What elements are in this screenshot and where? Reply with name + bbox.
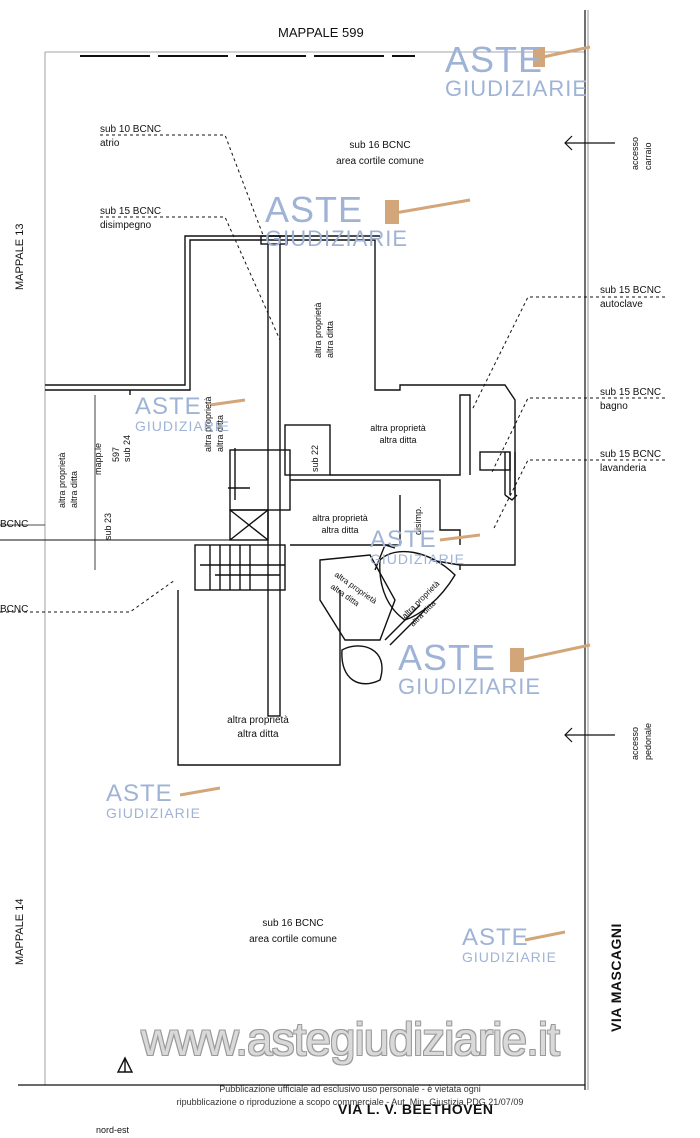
watermark-aste-3: ASTE GIUDIZIARIE (135, 393, 231, 434)
watermark-brand: ASTE (265, 189, 364, 230)
watermark-notice-line2: ripubblicazione o riproduzione a scopo c… (176, 1097, 524, 1107)
area-altra-7-desc: altra ditta (237, 729, 279, 740)
watermark-brand-sub: GIUDIZIARIE (265, 226, 409, 251)
watermark-aste-2: ASTE GIUDIZIARIE (265, 192, 408, 250)
callout-autoclave-title: sub 15 BCNC (600, 285, 662, 296)
building-outline (45, 235, 518, 766)
area-sub24-line3: sub 24 (122, 434, 132, 462)
callout-lavanderia-title: sub 15 BCNC (600, 449, 662, 460)
callout-disimpegno-desc: disimpegno (100, 220, 152, 231)
north-arrow (116, 1056, 134, 1073)
area-sub16-bottom-title: sub 16 BCNC (262, 918, 324, 929)
parcel-west-upper-label: MAPPALE 13 (14, 223, 26, 290)
area-sub16-top-desc: area cortile comune (336, 156, 424, 167)
watermark-aste-5: ASTE GIUDIZIARIE (398, 640, 541, 698)
watermark-brand-sub: GIUDIZIARIE (135, 418, 231, 434)
watermark-gavels (179, 45, 591, 942)
watermark-aste-6: ASTE GIUDIZIARIE (106, 780, 202, 821)
watermark-aste-1: ASTE GIUDIZIARIE (445, 42, 588, 100)
watermark-site-url: www.astegiudiziarie.it (141, 1013, 560, 1065)
callout-autoclave-desc: autoclave (600, 299, 643, 310)
watermark-aste-7: ASTE GIUDIZIARIE (462, 924, 558, 965)
watermark-brand-sub: GIUDIZIARIE (462, 949, 558, 965)
parcel-west-lower-label: MAPPALE 14 (14, 898, 26, 965)
access-upper-label-2: carraio (643, 142, 653, 170)
area-altra-5-title: altra proprietà (312, 513, 368, 523)
callout-sub10-desc: atrio (100, 138, 120, 149)
access-lower-label-2: pedonale (643, 722, 653, 760)
callout-bagno-title: sub 15 BCNC (600, 387, 662, 398)
area-altra-1-desc: altra ditta (325, 320, 335, 358)
watermark-brand: ASTE (135, 393, 202, 420)
watermark-brand: ASTE (398, 637, 497, 678)
area-altra-1-title: altra proprietà (313, 302, 323, 358)
access-arrows (564, 135, 615, 743)
watermark-brand: ASTE (106, 780, 173, 807)
watermark-brand-sub: GIUDIZIARIE (370, 551, 466, 567)
access-upper-label-1: accesso (630, 136, 640, 170)
area-altra-4-desc: altra ditta (379, 435, 417, 445)
watermark-brand-sub: GIUDIZIARIE (398, 674, 542, 699)
area-sub24-line1: mapp.le (93, 442, 103, 475)
watermark-aste-4: ASTE GIUDIZIARIE (370, 526, 466, 567)
area-sub24-line2: 597 (111, 446, 121, 462)
watermark-brand: ASTE (445, 39, 544, 80)
watermark-brand-sub: GIUDIZIARIE (106, 805, 202, 821)
north-arrow-label: nord-est (96, 1125, 130, 1135)
callout-bagno-desc: bagno (600, 401, 628, 412)
area-sub23-label: sub 23 (103, 512, 113, 540)
callout-lavanderia-desc: lavanderia (600, 463, 647, 474)
area-altra-7-title: altra proprietà (227, 715, 289, 726)
street-south-label: VIA L. V. BEETHOVEN (338, 1101, 494, 1117)
callout-left-bcnc-1: BCNC (0, 519, 29, 530)
watermark-brand: ASTE (462, 924, 529, 951)
property-boundary (0, 10, 589, 1090)
area-sub16-top-title: sub 16 BCNC (349, 140, 411, 151)
area-altra-3-desc: altra ditta (69, 470, 79, 508)
area-altra-4-title: altra proprietà (370, 423, 426, 433)
parcel-north-label: MAPPALE 599 (278, 25, 364, 40)
callout-left-bcnc-2: BCNC (0, 604, 29, 615)
watermark-brand: ASTE (370, 526, 437, 553)
watermark-brand-sub: GIUDIZIARIE (445, 76, 589, 101)
area-sub22-label: sub 22 (310, 444, 320, 472)
access-lower-label-1: accesso (630, 726, 640, 760)
area-altra-3-title: altra proprietà (57, 452, 67, 508)
area-altra-5-desc: altra ditta (321, 525, 359, 535)
leader-lines (0, 134, 665, 613)
area-sub16-bottom-desc: area cortile comune (249, 934, 337, 945)
callout-disimpegno-title: sub 15 BCNC (100, 206, 162, 217)
callout-sub10-title: sub 10 BCNC (100, 124, 162, 135)
watermark-notice-line1: Pubblicazione ufficiale ad esclusivo uso… (219, 1084, 481, 1094)
